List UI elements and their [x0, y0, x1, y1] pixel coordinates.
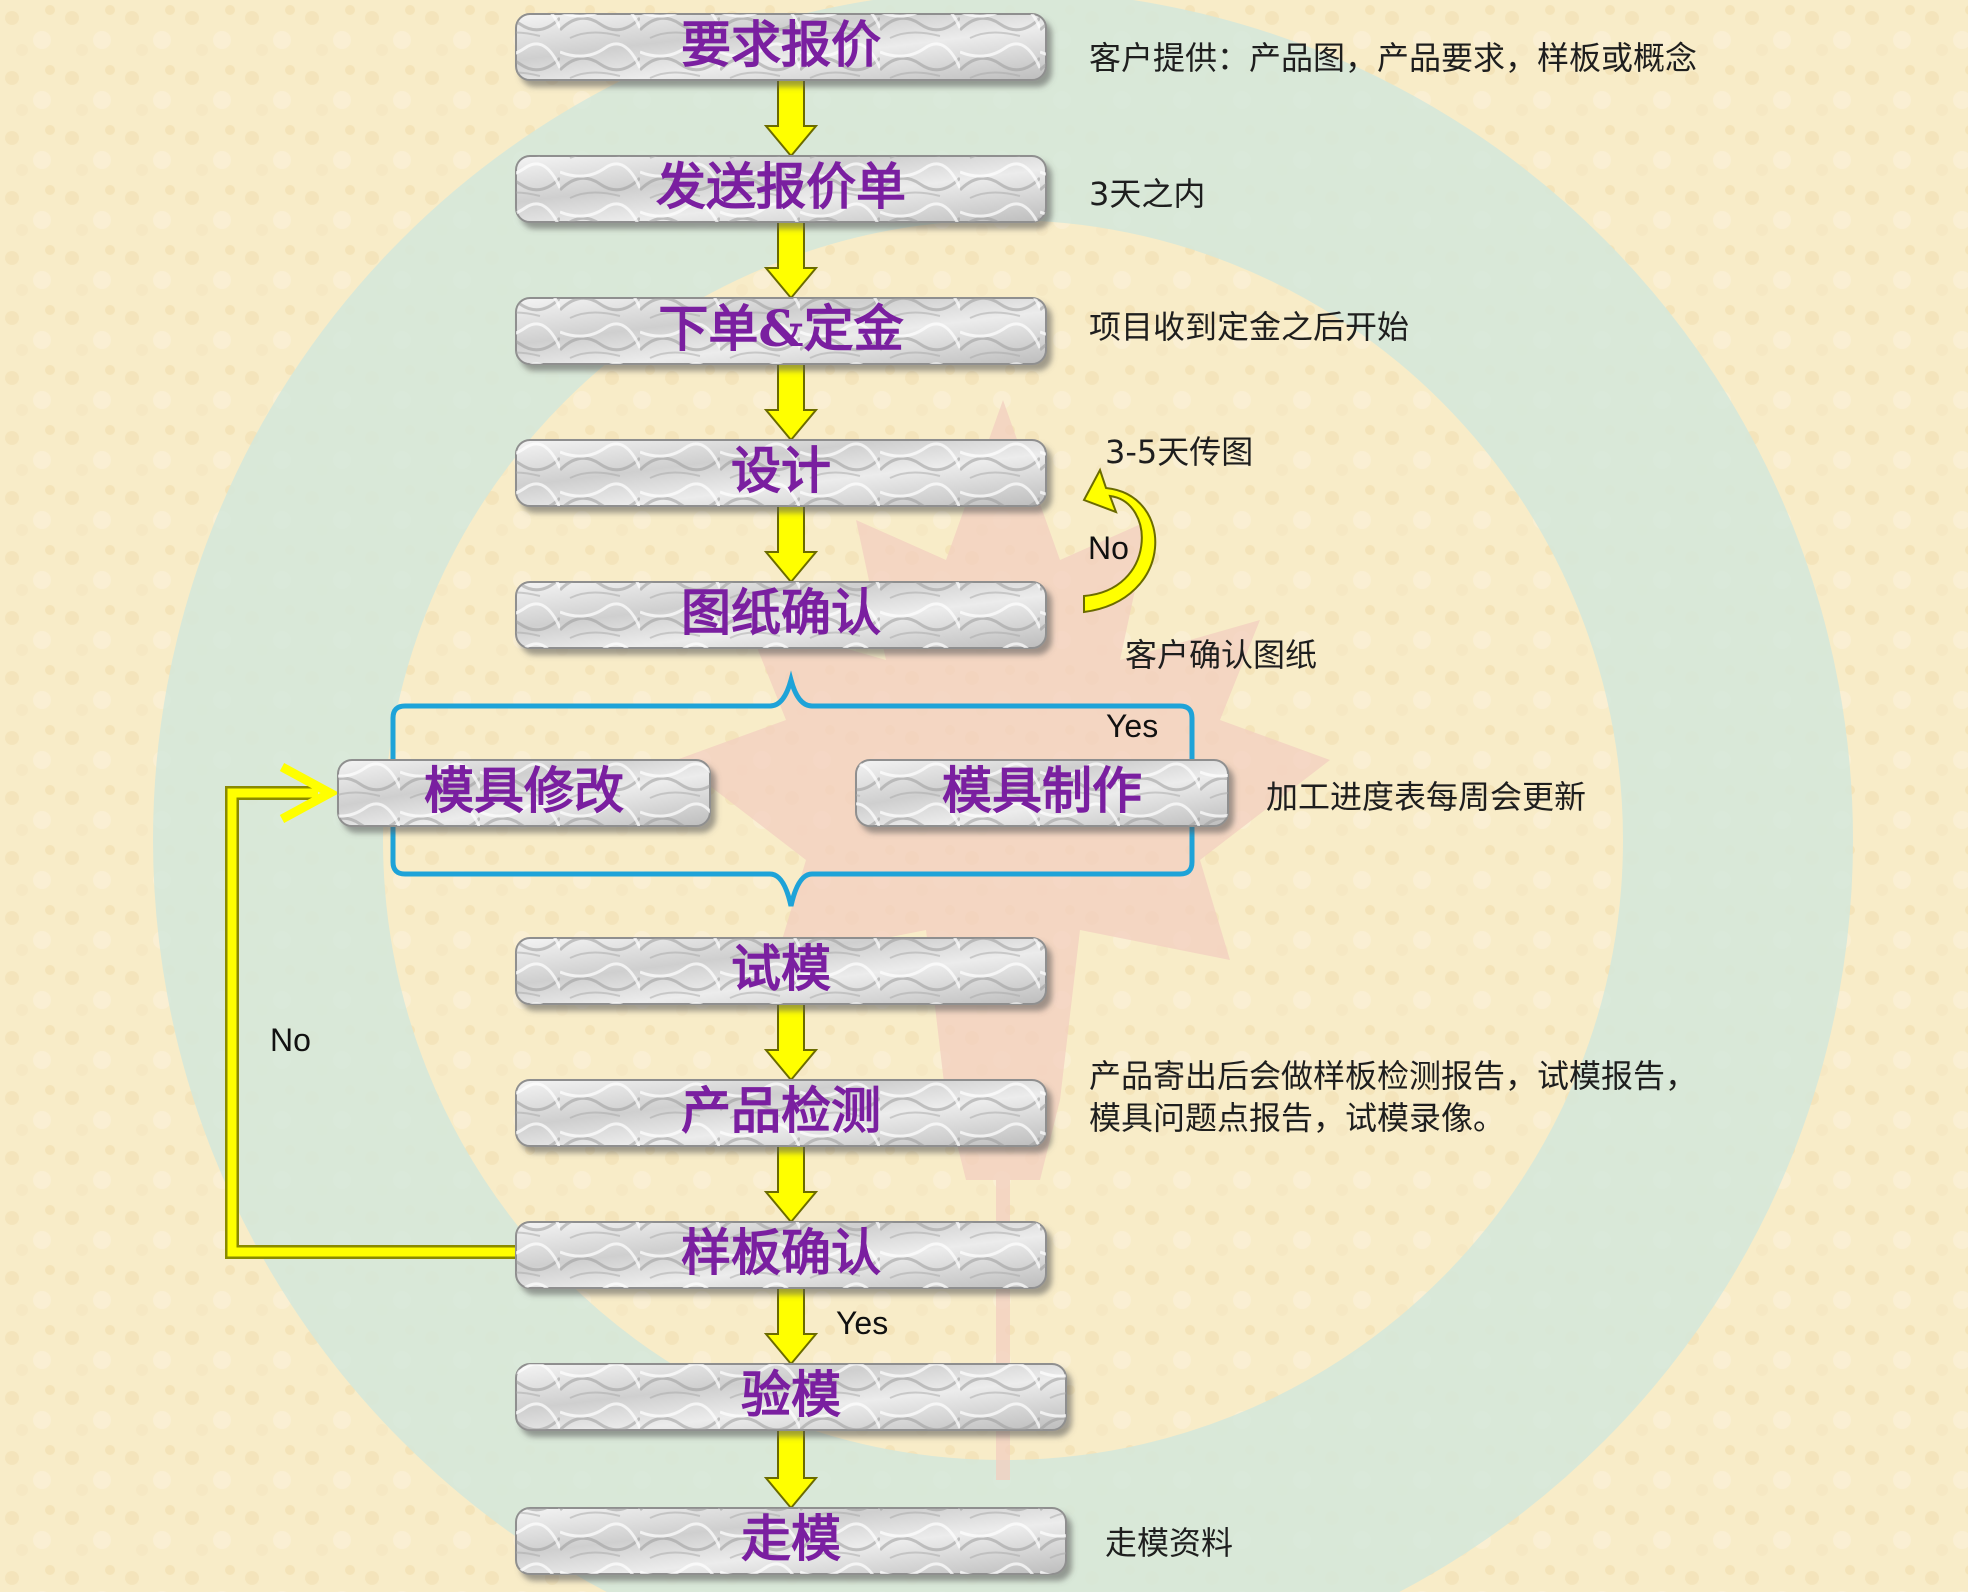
arrow-send-to-order	[763, 221, 819, 300]
arrow-moldinspect-to-ship	[763, 1429, 819, 1510]
step-label-send-quote: 发送报价单	[656, 157, 906, 216]
arrow-design-to-drawing	[763, 505, 819, 584]
step-box-send-quote	[515, 155, 1047, 223]
step-label-mold-ship: 走模	[741, 1509, 841, 1568]
note-product-inspect-line2: 模具问题点报告，试模录像。	[1089, 1099, 1506, 1137]
step-box-trial-mold	[515, 937, 1047, 1005]
note-design: 3-5天传图	[1105, 433, 1254, 471]
step-label-quote-request: 要求报价	[681, 15, 881, 74]
step-box-product-inspect	[515, 1079, 1047, 1147]
step-box-mold-inspect	[515, 1363, 1067, 1431]
note-order-deposit: 项目收到定金之后开始	[1089, 308, 1410, 346]
step-box-design	[515, 439, 1047, 507]
step-label-mold-inspect: 验模	[741, 1365, 841, 1424]
label-design-loop-no: No	[1088, 530, 1129, 566]
arrow-design-loop-no	[1082, 467, 1157, 614]
step-label-mold-make: 模具制作	[942, 761, 1142, 820]
arrow-quote-to-send	[763, 79, 819, 158]
step-label-product-inspect: 产品检测	[681, 1081, 881, 1140]
note-quote-request: 客户提供：产品图，产品要求，样板或概念	[1089, 39, 1698, 77]
step-label-drawing-confirm: 图纸确认	[681, 583, 881, 642]
bracket-top	[390, 670, 1195, 770]
arrow-trial-to-inspect	[763, 1003, 819, 1082]
note-mold-ship: 走模资料	[1105, 1524, 1234, 1562]
step-label-design: 设计	[731, 441, 831, 500]
step-box-sample-confirm	[515, 1221, 1047, 1289]
note-send-quote: 3天之内	[1089, 175, 1206, 213]
label-sample-no: No	[270, 1022, 311, 1058]
bracket-bottom	[390, 770, 1195, 907]
step-box-mold-ship	[515, 1507, 1067, 1575]
step-label-mold-modify: 模具修改	[424, 761, 624, 820]
step-box-order-deposit	[515, 297, 1047, 365]
label-drawing-yes: Yes	[1106, 708, 1159, 744]
note-mold-make: 加工进度表每周会更新	[1266, 778, 1587, 816]
step-label-sample-confirm: 样板确认	[681, 1223, 881, 1282]
step-box-quote-request	[515, 13, 1047, 81]
step-box-drawing-confirm	[515, 581, 1047, 649]
step-box-mold-make	[855, 759, 1229, 827]
arrow-sample-to-moldinspect	[763, 1287, 819, 1366]
arrow-inspect-to-sample	[763, 1145, 819, 1224]
arrow-sample-no-feedback	[225, 763, 516, 1259]
note-product-inspect-line1: 产品寄出后会做样板检测报告，试模报告，	[1089, 1057, 1698, 1095]
step-box-mold-modify	[337, 759, 711, 827]
step-label-order-deposit: 下单&定金	[658, 299, 904, 358]
label-sample-yes: Yes	[836, 1305, 889, 1341]
note-drawing-confirm: 客户确认图纸	[1125, 636, 1318, 674]
arrow-order-to-design	[763, 363, 819, 442]
step-label-trial-mold: 试模	[731, 939, 831, 998]
